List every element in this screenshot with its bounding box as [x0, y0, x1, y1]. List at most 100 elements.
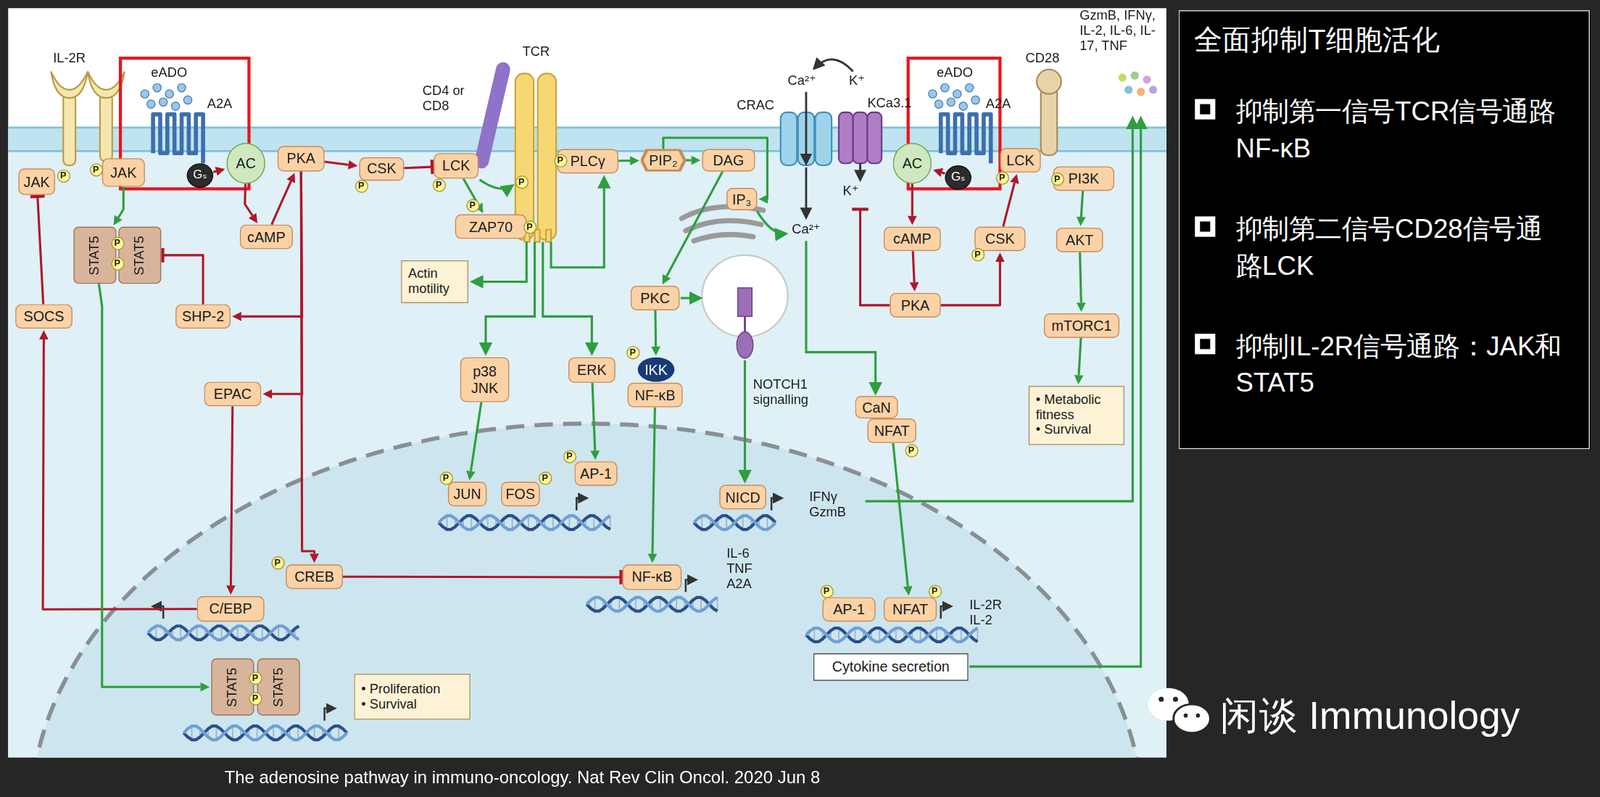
protein-box: C/EBP	[197, 595, 265, 622]
node-text: Actin motility	[408, 266, 462, 297]
protein-box: CSK	[974, 226, 1026, 251]
phospho-mark: P	[56, 168, 70, 182]
node-text: JUN	[453, 485, 481, 503]
node-text: Gₛ	[951, 170, 965, 185]
connector	[245, 183, 258, 224]
connector	[662, 171, 723, 285]
phospho-mark: P	[110, 236, 124, 250]
phospho-mark: P	[514, 174, 528, 188]
protein-box: AP-1	[574, 461, 617, 486]
protein-box: EPAC	[204, 381, 262, 406]
phospho-mark: P	[819, 584, 833, 598]
arrowhead	[691, 155, 702, 166]
protein-box: NICD	[719, 485, 767, 510]
connector-line	[271, 181, 292, 225]
arrowhead	[286, 172, 296, 183]
arrowhead	[933, 168, 944, 177]
connector	[893, 442, 913, 596]
connector-line	[1003, 182, 1015, 227]
text-label: GzmB, IFNγ, IL-2, IL-6, IL-17, TNF	[1079, 7, 1162, 54]
node-text: • Metabolic fitness	[1035, 392, 1118, 423]
panel-heading: 全面抑制T细胞活化	[1194, 19, 1582, 60]
inhibition-bar	[30, 195, 45, 197]
phospho-mark: P	[626, 345, 640, 359]
text-label: IL-2R IL-2	[969, 598, 1010, 629]
connector-line	[163, 255, 204, 305]
connector	[933, 168, 945, 177]
phospho-mark: P	[995, 171, 1009, 185]
arrowhead	[347, 160, 358, 170]
node-text: EPAC	[213, 385, 252, 403]
g-protein-circle: Gₛ	[187, 163, 214, 188]
notch1-fragment	[736, 331, 754, 359]
text-label: CRAC	[736, 97, 775, 114]
node-text: AC	[236, 155, 256, 172]
node-text: NFAT	[874, 422, 910, 440]
node-text: ERK	[577, 361, 607, 379]
arrowhead	[995, 252, 1005, 262]
panel-item: 抑制IL-2R信号通路：JAK和STAT5	[1236, 327, 1563, 402]
text-label: KCa3.1	[867, 95, 912, 111]
arrowhead	[1076, 302, 1086, 312]
connector	[271, 172, 296, 225]
dna-helix	[147, 498, 978, 740]
phospho-mark: P	[354, 179, 368, 193]
node-text: cAMP	[893, 230, 932, 248]
protein-ellipse: IKK	[637, 357, 675, 383]
connector	[39, 329, 198, 609]
connector	[466, 402, 482, 481]
phospho-mark: P	[248, 670, 262, 684]
text-label: K⁺	[843, 183, 860, 199]
adenylyl-cyclase-circle: AC	[893, 142, 932, 184]
node-text: CREB	[294, 568, 335, 586]
node-text: CaN	[861, 398, 891, 416]
node-text: SHP-2	[181, 308, 225, 325]
connector	[226, 405, 236, 595]
stat5-box: STAT5	[73, 226, 116, 284]
connector	[1076, 190, 1086, 227]
protein-box: LCK	[433, 152, 479, 179]
arrowhead	[758, 194, 768, 204]
protein-box: FOS	[500, 481, 541, 507]
arrowhead	[1009, 173, 1019, 185]
connector	[651, 310, 661, 356]
phospho-mark: P	[1050, 171, 1064, 185]
node-text: SOCS	[23, 308, 65, 325]
node-text: NF-κB	[635, 386, 676, 404]
node-text: FOS	[506, 485, 536, 503]
g-protein-circle: Gₛ	[944, 165, 972, 190]
protein-box: PKA	[277, 145, 325, 172]
phospho-mark: P	[248, 691, 262, 705]
connector-line	[241, 171, 303, 317]
node-text: ZAP70	[469, 218, 513, 235]
connector-line	[230, 405, 232, 586]
connector-line	[652, 407, 655, 554]
text-label: IL-2R	[52, 50, 86, 66]
connector-line	[941, 172, 945, 174]
arrowhead	[1074, 374, 1084, 385]
node-text: STAT5	[131, 235, 148, 275]
node-text: AP-1	[832, 600, 865, 618]
connector	[907, 183, 918, 225]
inhibition-bar	[160, 247, 164, 263]
phospho-mark: P	[439, 471, 453, 485]
node-text: LCK	[1006, 152, 1034, 169]
arrowhead	[907, 216, 918, 226]
arrowhead	[215, 166, 226, 176]
arrowhead	[262, 389, 272, 399]
node-text: C/EBP	[209, 600, 253, 617]
node-text: mTORC1	[1051, 317, 1113, 335]
a2a-receptor	[941, 114, 992, 164]
arrowhead	[909, 282, 920, 292]
protein-box: JAK	[102, 158, 145, 187]
protein-box: cAMP	[883, 226, 942, 251]
connector	[403, 159, 433, 174]
protein-box: IP₃	[726, 187, 757, 211]
node-text: IP₃	[732, 190, 752, 208]
text-panel: 全面抑制T细胞活化抑制第一信号TCR信号通路 NF-κB抑制第二信号CD28信号…	[1178, 10, 1590, 449]
node-text: • Survival	[361, 696, 417, 712]
connector-line	[300, 171, 314, 554]
phospho-mark: P	[553, 153, 567, 167]
arrowhead	[629, 155, 640, 166]
